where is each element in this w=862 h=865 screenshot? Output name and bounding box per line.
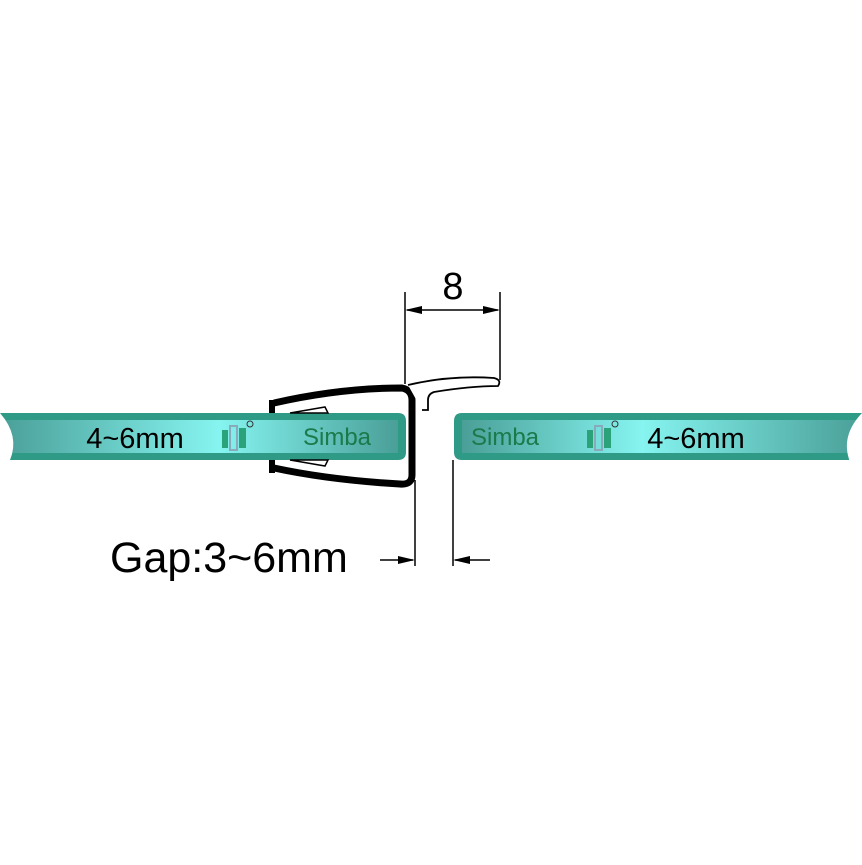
simba-logo-icon: [222, 420, 254, 451]
left-brand-label: Simba: [303, 424, 372, 451]
gap-dimension: Gap:3~6mm: [110, 460, 490, 582]
simba-logo-icon: [587, 420, 619, 451]
left-glass-panel: 4~6mm Simba: [0, 413, 406, 460]
gap-label: Gap:3~6mm: [110, 534, 348, 582]
right-brand-label: Simba: [471, 424, 540, 451]
right-thickness-label: 4~6mm: [647, 423, 745, 455]
width-label: 8: [442, 266, 463, 308]
u-channel-seal: [269, 376, 501, 488]
right-glass-panel: Simba 4~6mm: [454, 413, 862, 462]
left-thickness-label: 4~6mm: [86, 423, 184, 455]
width-dimension: 8: [404, 266, 501, 384]
